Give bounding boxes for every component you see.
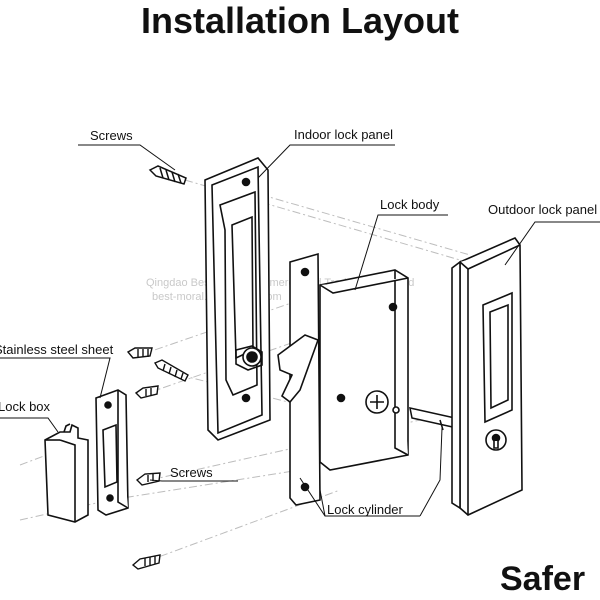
indoor-lock-panel xyxy=(204,157,271,441)
leader-lines xyxy=(0,144,600,517)
lock-box xyxy=(44,423,89,523)
screw-sheet-upper xyxy=(126,347,153,359)
screw-body-upper xyxy=(153,359,189,382)
lock-body xyxy=(277,252,409,506)
screw-lower xyxy=(135,472,161,486)
screw-sheet-mid xyxy=(134,385,159,399)
stainless-steel-sheet xyxy=(95,389,129,516)
label-outdoor-lock-panel: Outdoor lock panel xyxy=(488,202,597,217)
brand-logo: Safer xyxy=(500,560,586,598)
label-lock-body: Lock body xyxy=(380,197,440,212)
diagram-title: Installation Layout xyxy=(140,0,460,41)
label-lock-box: Lock box xyxy=(0,399,51,414)
label-screws-bottom: Screws xyxy=(170,465,213,480)
screw-bottom xyxy=(131,554,161,570)
label-screws-top: Screws xyxy=(90,128,133,143)
label-lock-cylinder: Lock cylinder xyxy=(327,502,404,517)
label-indoor-lock-panel: Indoor lock panel xyxy=(294,127,393,142)
outdoor-lock-panel xyxy=(451,237,523,516)
screw-top xyxy=(148,165,187,185)
label-stainless-steel-sheet: Stainless steel sheet xyxy=(0,342,114,357)
lock-cylinder xyxy=(409,407,458,431)
